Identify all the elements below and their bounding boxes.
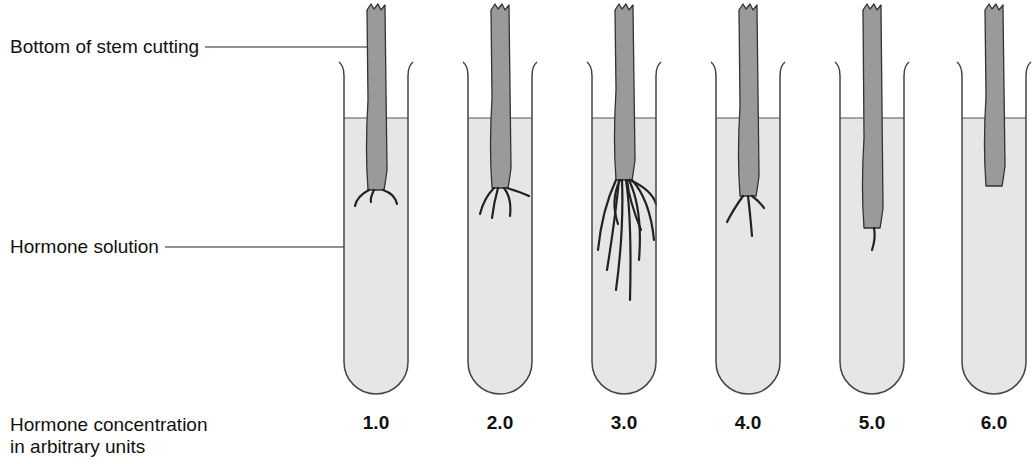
stem-cutting [985, 4, 1006, 186]
root [727, 196, 743, 222]
root [872, 228, 875, 250]
concentration-value: 1.0 [346, 412, 406, 434]
root [480, 188, 494, 214]
test-tube [339, 4, 413, 394]
root [614, 180, 620, 224]
test-tube [835, 4, 909, 394]
root [748, 196, 752, 236]
root [616, 180, 622, 290]
tube-glass [711, 62, 785, 394]
stem-cutting [491, 4, 512, 188]
stem-cutting [367, 4, 388, 190]
root [630, 180, 656, 204]
root [607, 180, 619, 270]
root [507, 188, 529, 196]
concentration-value: 4.0 [718, 412, 778, 434]
concentration-value: 6.0 [964, 412, 1024, 434]
test-tube [711, 4, 785, 394]
axis-label: Hormone concentration in arbitrary units [10, 414, 225, 458]
tube-glass [339, 62, 413, 394]
root [371, 190, 374, 202]
root [598, 180, 616, 250]
root [632, 180, 654, 240]
leader-line [205, 46, 368, 47]
test-tube [587, 4, 661, 394]
tube-glass [835, 62, 909, 394]
stem-cutting [615, 4, 636, 180]
concentration-value: 5.0 [842, 412, 902, 434]
root [752, 196, 764, 208]
part-label: Hormone solution [10, 236, 159, 258]
test-tube [463, 4, 537, 394]
root [383, 190, 397, 204]
part-label: Bottom of stem cutting [10, 36, 199, 58]
stem-cutting [863, 4, 884, 228]
tube-glass [587, 62, 661, 394]
root [492, 188, 498, 218]
test-tube [957, 4, 1031, 394]
root [355, 190, 369, 206]
tube-glass [957, 62, 1031, 394]
stem-cutting [739, 4, 760, 196]
root [627, 180, 641, 230]
tube-glass [463, 62, 537, 394]
root [504, 188, 510, 216]
leader-line [165, 246, 366, 247]
concentration-value: 2.0 [470, 412, 530, 434]
concentration-value: 3.0 [594, 412, 654, 434]
